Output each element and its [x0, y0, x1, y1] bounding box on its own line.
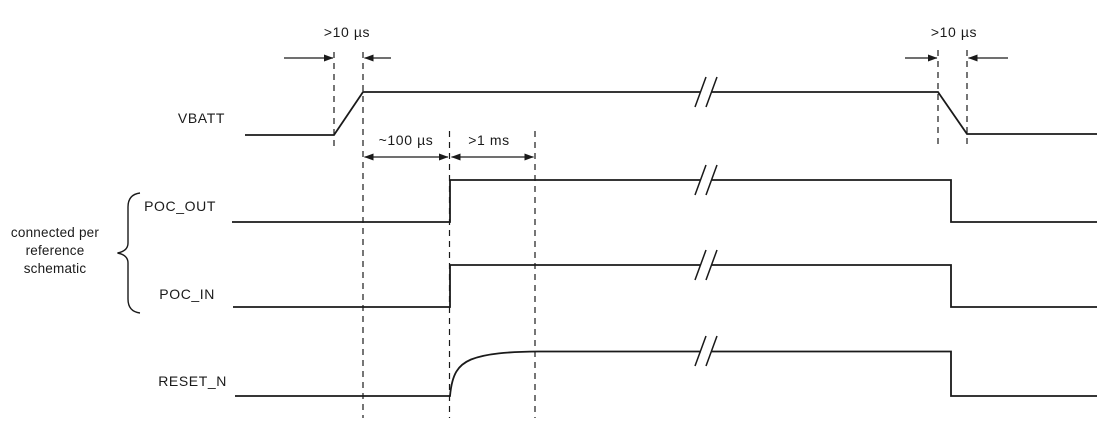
dimension-arrows [284, 54, 1008, 161]
poc-out-waveform [232, 179, 1097, 223]
signal-label-poc-out: POC_OUT [144, 198, 216, 214]
poc-out-break-icon [694, 164, 718, 196]
annotation-vbatt-fall-time: >10 µs [930, 24, 978, 40]
poc-in-break-icon [694, 249, 718, 281]
group-brace [117, 192, 141, 314]
vbatt-waveform [245, 91, 1097, 136]
reset-n-waveform [235, 350, 1097, 397]
reset-n-break-icon [694, 335, 718, 367]
poc-in-waveform [233, 264, 1097, 308]
annotation-reset-delay: >1 ms [468, 132, 510, 148]
dashed-guide-lines [333, 50, 968, 418]
group-label-connected-per-reference-schematic: connected per reference schematic [10, 225, 100, 276]
signal-label-reset-n: RESET_N [158, 373, 227, 389]
vbatt-break-icon [694, 76, 718, 108]
annotation-poc-delay: ~100 µs [378, 132, 434, 148]
break-marks [694, 76, 718, 367]
annotation-vbatt-rise-time: >10 µs [323, 24, 371, 40]
signal-label-vbatt: VBATT [177, 110, 225, 126]
waveforms [232, 91, 1097, 397]
signal-label-poc-in: POC_IN [159, 286, 215, 302]
